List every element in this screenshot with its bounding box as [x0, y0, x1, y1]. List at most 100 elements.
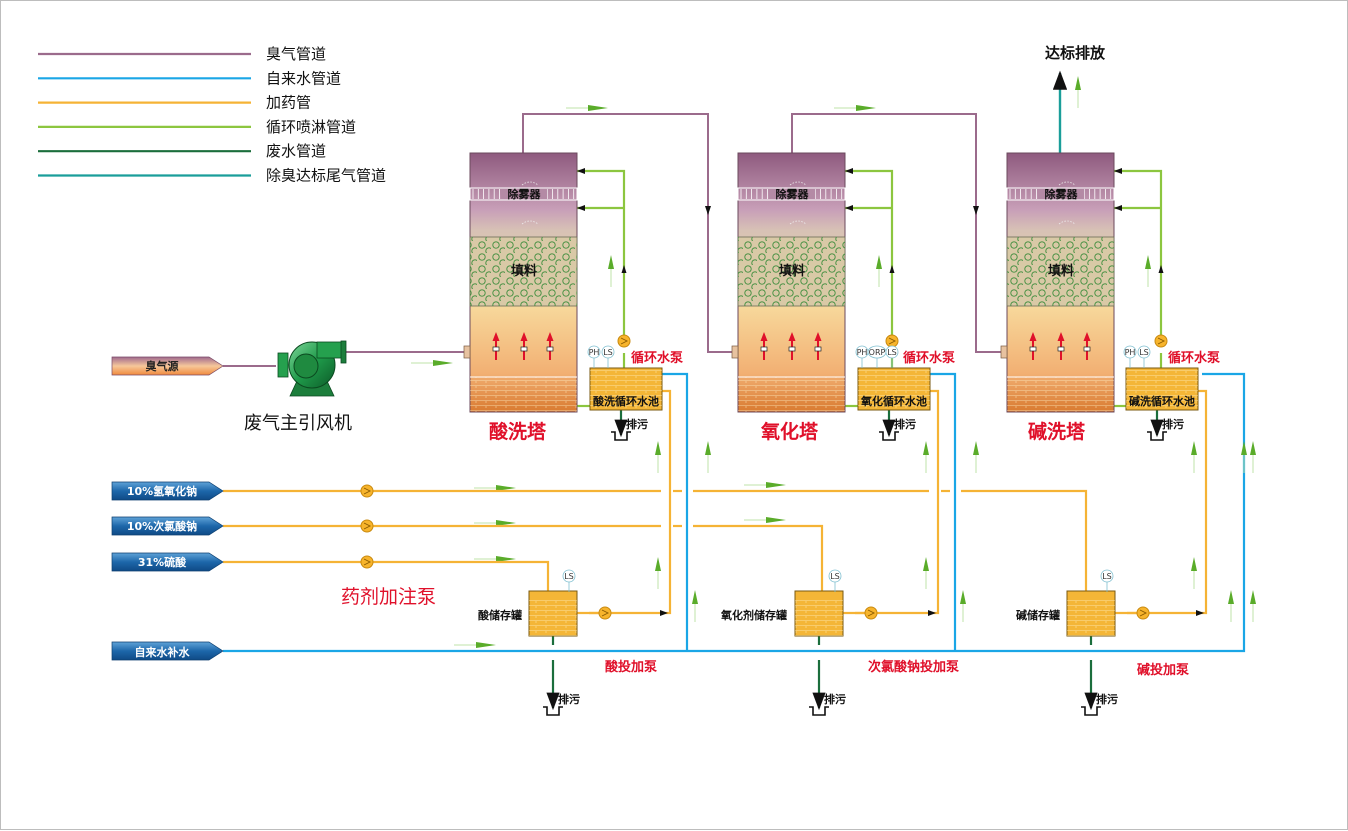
- flow-arrow-icon: [876, 255, 882, 287]
- flow-arrow-icon: [1241, 441, 1247, 473]
- flow-arrow-icon: [834, 105, 876, 111]
- circulation-pool: 酸洗循环水池: [589, 367, 663, 411]
- drain-icon: 排污: [1081, 692, 1118, 716]
- spray-nozzle-icon: [789, 220, 807, 225]
- flow-arrow-icon: [1145, 255, 1151, 287]
- sensor-ph-icon: PH: [587, 345, 601, 368]
- legend-item: 除臭达标尾气管道: [38, 167, 386, 185]
- drain-label: 排污: [558, 692, 580, 706]
- demister: [1006, 187, 1115, 201]
- sensor-ls-icon: LS: [1100, 569, 1114, 592]
- chemical-source-label: 10%氢氧化钠: [127, 484, 197, 498]
- tower-name-acid: 酸洗塔: [489, 420, 547, 443]
- flow-arrow-icon: [973, 441, 979, 473]
- source-arrow-box: [111, 516, 224, 536]
- drain-label: 排污: [626, 417, 648, 431]
- drain-icon: 排污: [1147, 417, 1184, 441]
- packing-label: 填料: [1048, 263, 1074, 279]
- legend-item: 自来水管道: [38, 69, 341, 87]
- odor-pipe: [791, 113, 1001, 353]
- flow-arrow-icon: [1250, 590, 1256, 622]
- odor-source-label: 臭气源: [146, 359, 179, 373]
- sensor-label: ORP: [869, 348, 886, 357]
- spray-nozzle-icon: [521, 181, 539, 186]
- sump-texture: [738, 377, 845, 412]
- dosing-pump-alkali: 碱投加泵: [1137, 662, 1189, 678]
- chemical-source-label: 10%次氯酸钠: [127, 519, 197, 533]
- dosing-pump-hypochlorite: 次氯酸钠投加泵: [868, 659, 959, 675]
- flow-arrow-icon: [1191, 557, 1197, 589]
- sensor-ph-icon: PH: [1123, 345, 1137, 368]
- arrow-left-icon: [577, 168, 585, 174]
- drain-label: 排污: [1162, 417, 1184, 431]
- flow-arrow-icon: [705, 441, 711, 473]
- packing-rings: [738, 237, 845, 306]
- chemical-source-label: 31%硫酸: [138, 555, 187, 569]
- legend-label: 加药管: [266, 94, 311, 112]
- flow-arrow-icon: [923, 441, 929, 473]
- arrow-up-icon: [1158, 265, 1164, 273]
- tower-name-alkali: 碱洗塔: [1028, 420, 1086, 443]
- flow-arrow-icon: [608, 255, 614, 287]
- pump-label-acid: 循环水泵: [631, 350, 683, 366]
- arrow-up-icon: [621, 265, 627, 273]
- circulation-pump-icon: [885, 334, 899, 348]
- exhaust-fan-icon: [277, 340, 347, 397]
- source-arrow-box: [111, 552, 224, 572]
- sensor-label: LS: [1102, 572, 1112, 581]
- sensor-label: PH: [1125, 348, 1136, 357]
- sensor-orp-icon: ORP: [867, 345, 887, 368]
- packing-rings: [1007, 237, 1114, 306]
- flow-arrow-icon: [474, 485, 516, 491]
- chemical-source: 10%氢氧化钠: [111, 481, 224, 501]
- arrow-left-icon: [577, 205, 585, 211]
- dosing-pipe: [589, 389, 672, 615]
- demister-label: 除雾器: [1045, 187, 1079, 201]
- legend-item: 废水管道: [38, 142, 326, 160]
- flow-arrow-icon: [1191, 441, 1197, 473]
- flow-arrow-icon: [692, 590, 698, 622]
- sensor-ls-icon: LS: [1137, 345, 1151, 368]
- flow-arrow-icon: [744, 482, 786, 488]
- odor-pipe: [522, 113, 732, 353]
- flow-arrow-icon: [1075, 76, 1081, 108]
- dosing-pump-icon: [360, 484, 374, 498]
- arrow-down-icon: [973, 206, 979, 215]
- exhaust-label: 达标排放: [1045, 44, 1106, 62]
- tank-name-oxidant: 氧化剂储存罐: [720, 608, 787, 622]
- arrow-left-icon: [1114, 168, 1122, 174]
- sensor-label: LS: [887, 348, 897, 357]
- packing-label: 填料: [779, 263, 805, 279]
- arrow-left-icon: [845, 168, 853, 174]
- tap-water-source: 自来水补水: [111, 641, 224, 661]
- tower-name-oxidation: 氧化塔: [761, 420, 819, 443]
- chemical-source: 31%硫酸: [111, 552, 224, 572]
- tap-water-pipe: [662, 372, 689, 651]
- sensor-ls-icon: LS: [828, 569, 842, 592]
- odor-source: 臭气源: [111, 356, 224, 376]
- demister-label: 除雾器: [776, 187, 810, 201]
- inlet-flange: [731, 345, 739, 359]
- flow-arrow-icon: [655, 441, 661, 473]
- arrow-right-icon: [928, 610, 936, 616]
- storage-tank: [794, 590, 844, 637]
- drain-label: 排污: [1096, 692, 1118, 706]
- drain-icon: 排污: [543, 692, 580, 716]
- pool-label: 氧化循环水池: [860, 394, 927, 408]
- arrow-left-icon: [845, 205, 853, 211]
- drain-icon: 排污: [809, 692, 846, 716]
- flow-arrow-icon: [1228, 590, 1234, 622]
- dosing-pipe: [693, 524, 824, 591]
- flow-arrow-icon: [474, 520, 516, 526]
- arrow-left-icon: [1114, 205, 1122, 211]
- spray-nozzle-icon: [521, 220, 539, 225]
- sensor-label: LS: [603, 348, 613, 357]
- arrow-up-icon: [889, 265, 895, 273]
- packing-rings: [470, 237, 577, 306]
- dosing-pipe: [961, 489, 1088, 591]
- drain-icon: 排污: [611, 417, 648, 441]
